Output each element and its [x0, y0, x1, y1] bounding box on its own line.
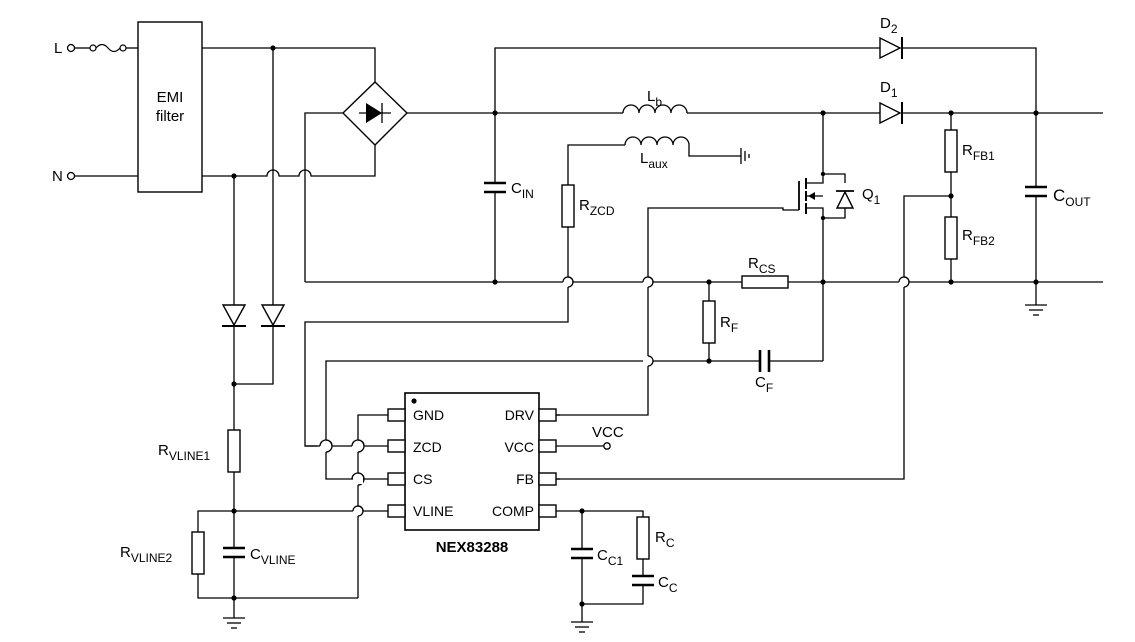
label-CC1: CC1 [597, 547, 624, 568]
resistor-RC [636, 516, 650, 560]
ic-part-number: NEX83288 [436, 539, 509, 556]
diode-line-L [221, 304, 247, 327]
resistor-RCS [741, 275, 789, 289]
label-RVLINE1: RVLINE1 [158, 442, 211, 463]
diode-D2 [879, 36, 902, 60]
label-D1: D1 [880, 79, 898, 100]
inductor-Laux [624, 136, 690, 146]
label-Q1: Q1 [862, 186, 881, 207]
ic-pin-gnd: GND [413, 407, 444, 423]
label-Laux: Laux [640, 150, 668, 171]
fuse [95, 43, 121, 53]
terminal-vcc [603, 442, 611, 450]
ground-output [1025, 282, 1047, 316]
ground-vline [223, 617, 245, 629]
label-L: L [54, 40, 62, 57]
label-CC: CC [658, 574, 678, 595]
ic-pin-vcc: VCC [504, 439, 534, 455]
label-CIN: CIN [511, 180, 534, 201]
emi-label-2: filter [156, 108, 184, 125]
resistor-RF [702, 300, 716, 344]
label-vcc: VCC [592, 424, 624, 441]
resistor-RVLINE2 [191, 531, 205, 575]
resistor-RZCD [561, 184, 575, 228]
diode-line-N [260, 304, 286, 327]
terminal-N [66, 171, 76, 181]
label-D2: D2 [880, 15, 898, 36]
label-RF: RF [720, 314, 738, 335]
label-RVLINE2: RVLINE2 [120, 544, 173, 565]
resistor-RFB2 [944, 216, 958, 260]
emi-label-1: EMI [157, 89, 184, 106]
label-RFB2: RFB2 [962, 227, 995, 248]
inductor-Lb [622, 104, 688, 114]
ic-pin-cs: CS [413, 471, 432, 487]
ic-pin-zcd: ZCD [413, 439, 442, 455]
ic-pin-drv: DRV [505, 407, 535, 423]
label-Lb: Lb [647, 88, 662, 109]
ground-comp [571, 621, 593, 633]
diode-D1 [879, 101, 902, 125]
label-COUT: COUT [1053, 186, 1091, 209]
mosfet-Q1 [798, 113, 855, 282]
resistor-RVLINE1 [227, 429, 241, 473]
resistor-RFB1 [944, 129, 958, 173]
ic-body [404, 392, 540, 531]
label-CF: CF [755, 374, 773, 395]
ground-aux [740, 148, 750, 164]
label-CVLINE: CVLINE [250, 546, 296, 567]
ic-pin-vline: VLINE [413, 503, 453, 519]
ic-pin-comp: COMP [492, 503, 534, 519]
emi-filter [137, 21, 203, 193]
label-RCS: RCS [748, 255, 776, 276]
label-RC: RC [655, 529, 675, 550]
label-RFB1: RFB1 [962, 142, 995, 163]
ic-pin-fb: FB [516, 471, 534, 487]
label-N: N [52, 168, 63, 185]
terminal-L [66, 43, 76, 53]
label-RZCD: RZCD [579, 197, 615, 218]
